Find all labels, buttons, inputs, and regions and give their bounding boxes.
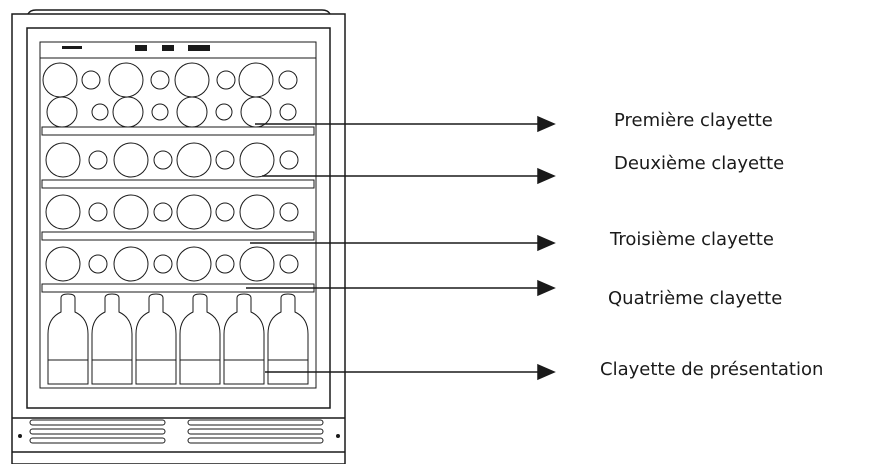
bottle-end <box>279 202 299 222</box>
callout-label-third-shelf: Troisième clayette <box>610 229 774 250</box>
bottle-end <box>238 62 274 98</box>
bottle-end <box>176 194 212 230</box>
callout-arrow-head <box>537 363 556 381</box>
screw-right <box>336 434 340 438</box>
bottle-end <box>239 246 275 282</box>
bottle-end <box>176 142 212 178</box>
callout-arrow-head <box>537 167 556 185</box>
bottle-end <box>113 246 149 282</box>
bottle-end <box>176 96 208 128</box>
bottle-end <box>216 70 236 90</box>
bottle-end <box>278 70 298 90</box>
grille-left-1 <box>29 419 166 426</box>
bottle-end <box>46 96 78 128</box>
bottle-end <box>153 150 173 170</box>
bottle-end <box>113 142 149 178</box>
bottle-end <box>215 254 235 274</box>
callout-arrow-head <box>537 115 556 133</box>
bottle-end <box>215 150 235 170</box>
bottle-end <box>279 103 297 121</box>
callout-arrow-head <box>537 234 556 252</box>
callout-label-second-shelf: Deuxième clayette <box>614 153 785 174</box>
bottle-end <box>45 246 81 282</box>
callout-arrow-head <box>537 279 556 297</box>
shelf-2 <box>41 179 315 189</box>
display-bottle <box>47 293 89 385</box>
shelf-1 <box>41 126 315 136</box>
door-glass <box>39 41 317 389</box>
cabinet-top-trim <box>27 9 331 15</box>
cabinet-body <box>11 13 346 464</box>
grille-left-3 <box>29 437 166 444</box>
display-bottle <box>223 293 265 385</box>
bottle-end <box>45 142 81 178</box>
brand-mark <box>62 46 82 49</box>
bottle-end <box>151 103 169 121</box>
bottle-end <box>108 62 144 98</box>
display-segment-3 <box>188 45 210 51</box>
bottle-end <box>176 246 212 282</box>
bottle-end <box>279 150 299 170</box>
display-bottle <box>91 293 133 385</box>
bottle-end <box>240 96 272 128</box>
bottle-end <box>239 194 275 230</box>
bottle-end <box>81 70 101 90</box>
bottle-end <box>91 103 109 121</box>
bottle-end <box>88 202 108 222</box>
door-frame <box>26 27 331 409</box>
grille-right-3 <box>187 437 324 444</box>
bottle-end <box>153 202 173 222</box>
bottle-end <box>174 62 210 98</box>
display-bottle <box>267 293 309 385</box>
bottle-end <box>215 202 235 222</box>
display-segment-2 <box>162 45 174 51</box>
bottle-end <box>153 254 173 274</box>
callout-label-first-shelf: Première clayette <box>614 110 773 131</box>
bottle-end <box>88 254 108 274</box>
bottle-end <box>239 142 275 178</box>
callout-label-display-shelf: Clayette de présentation <box>600 359 824 380</box>
bottle-end <box>279 254 299 274</box>
display-segment-1 <box>135 45 147 51</box>
shelf-3 <box>41 231 315 241</box>
grille-right-2 <box>187 428 324 435</box>
screw-left <box>18 434 22 438</box>
grille-right-1 <box>187 419 324 426</box>
bottle-end <box>112 96 144 128</box>
bottle-end <box>42 62 78 98</box>
bottle-end <box>113 194 149 230</box>
display-bottle <box>135 293 177 385</box>
grille-left-2 <box>29 428 166 435</box>
callout-label-fourth-shelf: Quatrième clayette <box>608 288 783 309</box>
bottle-end <box>150 70 170 90</box>
display-bottle <box>179 293 221 385</box>
bottle-end <box>88 150 108 170</box>
bottle-end <box>45 194 81 230</box>
bottle-end <box>215 103 233 121</box>
